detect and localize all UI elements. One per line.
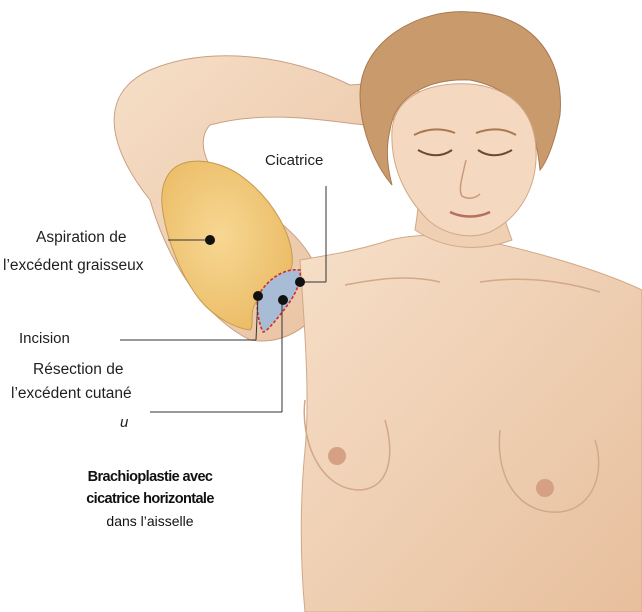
label-aspiration-line2: l’excédent graisseux <box>3 257 143 275</box>
aspiration-marker <box>205 235 215 245</box>
face <box>392 84 536 236</box>
right-nipple <box>536 479 554 497</box>
label-cicatrice: Cicatrice <box>265 152 323 169</box>
stray-mark: u <box>120 414 128 431</box>
caption-line2: cicatrice horizontale <box>50 488 250 510</box>
caption: Brachioplastie avec cicatrice horizontal… <box>50 466 250 532</box>
cicatrice-marker <box>295 277 305 287</box>
left-nipple <box>328 447 346 465</box>
label-aspiration-line1: Aspiration de <box>36 229 126 247</box>
incision-marker <box>253 291 263 301</box>
torso <box>300 235 642 612</box>
label-incision: Incision <box>19 330 70 347</box>
label-resection-line1: Résection de <box>33 361 123 379</box>
caption-line1: Brachioplastie avec <box>50 466 250 488</box>
label-resection-line2: l’excédent cutané <box>11 385 132 403</box>
resection-marker <box>278 295 288 305</box>
caption-line3: dans l’aisselle <box>50 510 250 532</box>
